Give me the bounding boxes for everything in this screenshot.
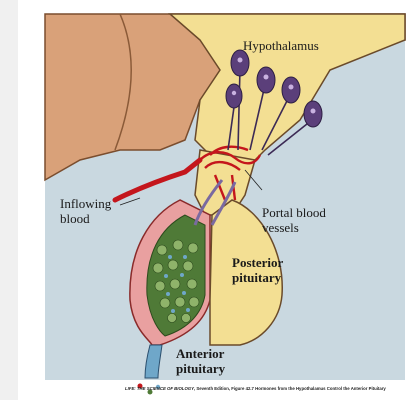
figure-caption: LIFE: THE SCIENCE OF BIOLOGY, Seventh Ed… xyxy=(125,386,420,391)
label-posterior-pituitary: Posterior pituitary xyxy=(232,255,283,285)
caption-text: , Seventh Edition, Figure 42.7 Hormones … xyxy=(194,386,386,391)
label-portal-blood-vessels: Portal blood vessels xyxy=(262,205,326,235)
label-anterior-pituitary: Anterior pituitary xyxy=(176,346,225,376)
caption-source: LIFE: THE SCIENCE OF BIOLOGY xyxy=(125,386,194,391)
label-hypothalamus: Hypothalamus xyxy=(243,38,319,53)
label-inflowing-blood: Inflowing blood xyxy=(60,196,111,226)
